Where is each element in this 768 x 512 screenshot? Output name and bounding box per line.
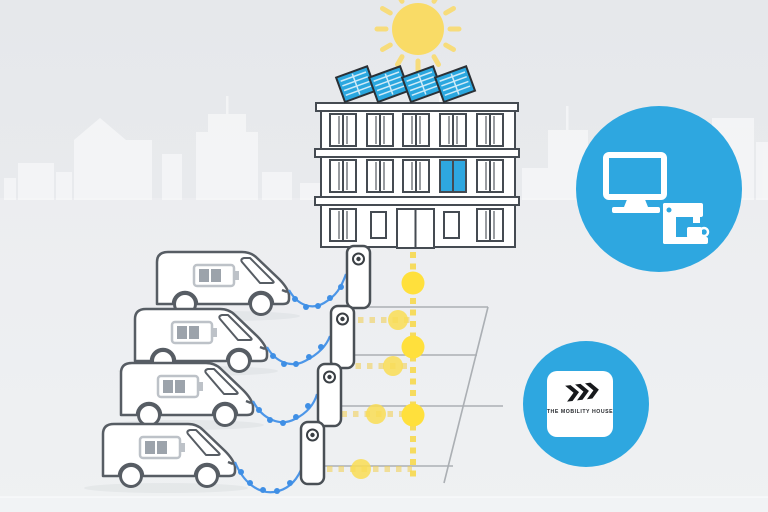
energy-packet bbox=[388, 310, 408, 330]
single-window bbox=[443, 211, 460, 239]
energy-packet bbox=[383, 356, 403, 376]
solar-panel bbox=[433, 64, 477, 104]
window-pair bbox=[476, 113, 504, 147]
roof-slab bbox=[315, 102, 519, 112]
logo-circle: THE MOBILITY HOUSE bbox=[523, 341, 649, 467]
energy-packet bbox=[366, 404, 386, 424]
solar-panel bbox=[334, 64, 378, 104]
window-pair bbox=[402, 113, 430, 147]
building-windows bbox=[329, 113, 504, 249]
sun-icon bbox=[374, 0, 462, 73]
window-pair bbox=[366, 113, 394, 147]
charging-cable-4 bbox=[233, 461, 303, 494]
entrance-door bbox=[396, 208, 435, 249]
cable-beads bbox=[238, 284, 344, 494]
triple-chevron-icon bbox=[565, 382, 599, 402]
logo-card bbox=[547, 371, 613, 437]
charging-station-2 bbox=[329, 304, 356, 370]
coffee-machine-icon bbox=[663, 203, 710, 244]
energy-packet bbox=[401, 335, 425, 359]
logo-text: THE MOBILITY HOUSE bbox=[547, 409, 613, 415]
window-pair bbox=[439, 113, 467, 147]
window-pair bbox=[329, 208, 357, 242]
highlighted-window bbox=[439, 159, 467, 193]
energy-packet bbox=[351, 459, 371, 479]
window-pair bbox=[329, 113, 357, 147]
solar-panel bbox=[400, 64, 444, 104]
solar-panels bbox=[334, 64, 477, 104]
charging-station-4 bbox=[299, 420, 326, 486]
devices-circle bbox=[576, 106, 742, 272]
window-pair bbox=[329, 159, 357, 193]
floor-slab bbox=[314, 196, 520, 206]
charging-station-3 bbox=[316, 362, 343, 428]
energy-packet bbox=[401, 271, 425, 295]
perspective-line bbox=[443, 306, 489, 484]
energy-packet bbox=[401, 403, 425, 427]
floor-strip bbox=[0, 497, 768, 512]
energy-flow bbox=[327, 252, 425, 480]
charging-cable-2 bbox=[266, 335, 332, 366]
monitor-icon bbox=[603, 152, 667, 213]
window-pair bbox=[402, 159, 430, 193]
window-pair bbox=[366, 159, 394, 193]
charging-station-1 bbox=[345, 244, 372, 310]
window-pair bbox=[476, 208, 504, 242]
window-pair bbox=[476, 159, 504, 193]
single-window bbox=[370, 211, 387, 239]
floor-slab bbox=[314, 148, 520, 158]
solar-panel bbox=[367, 64, 411, 104]
